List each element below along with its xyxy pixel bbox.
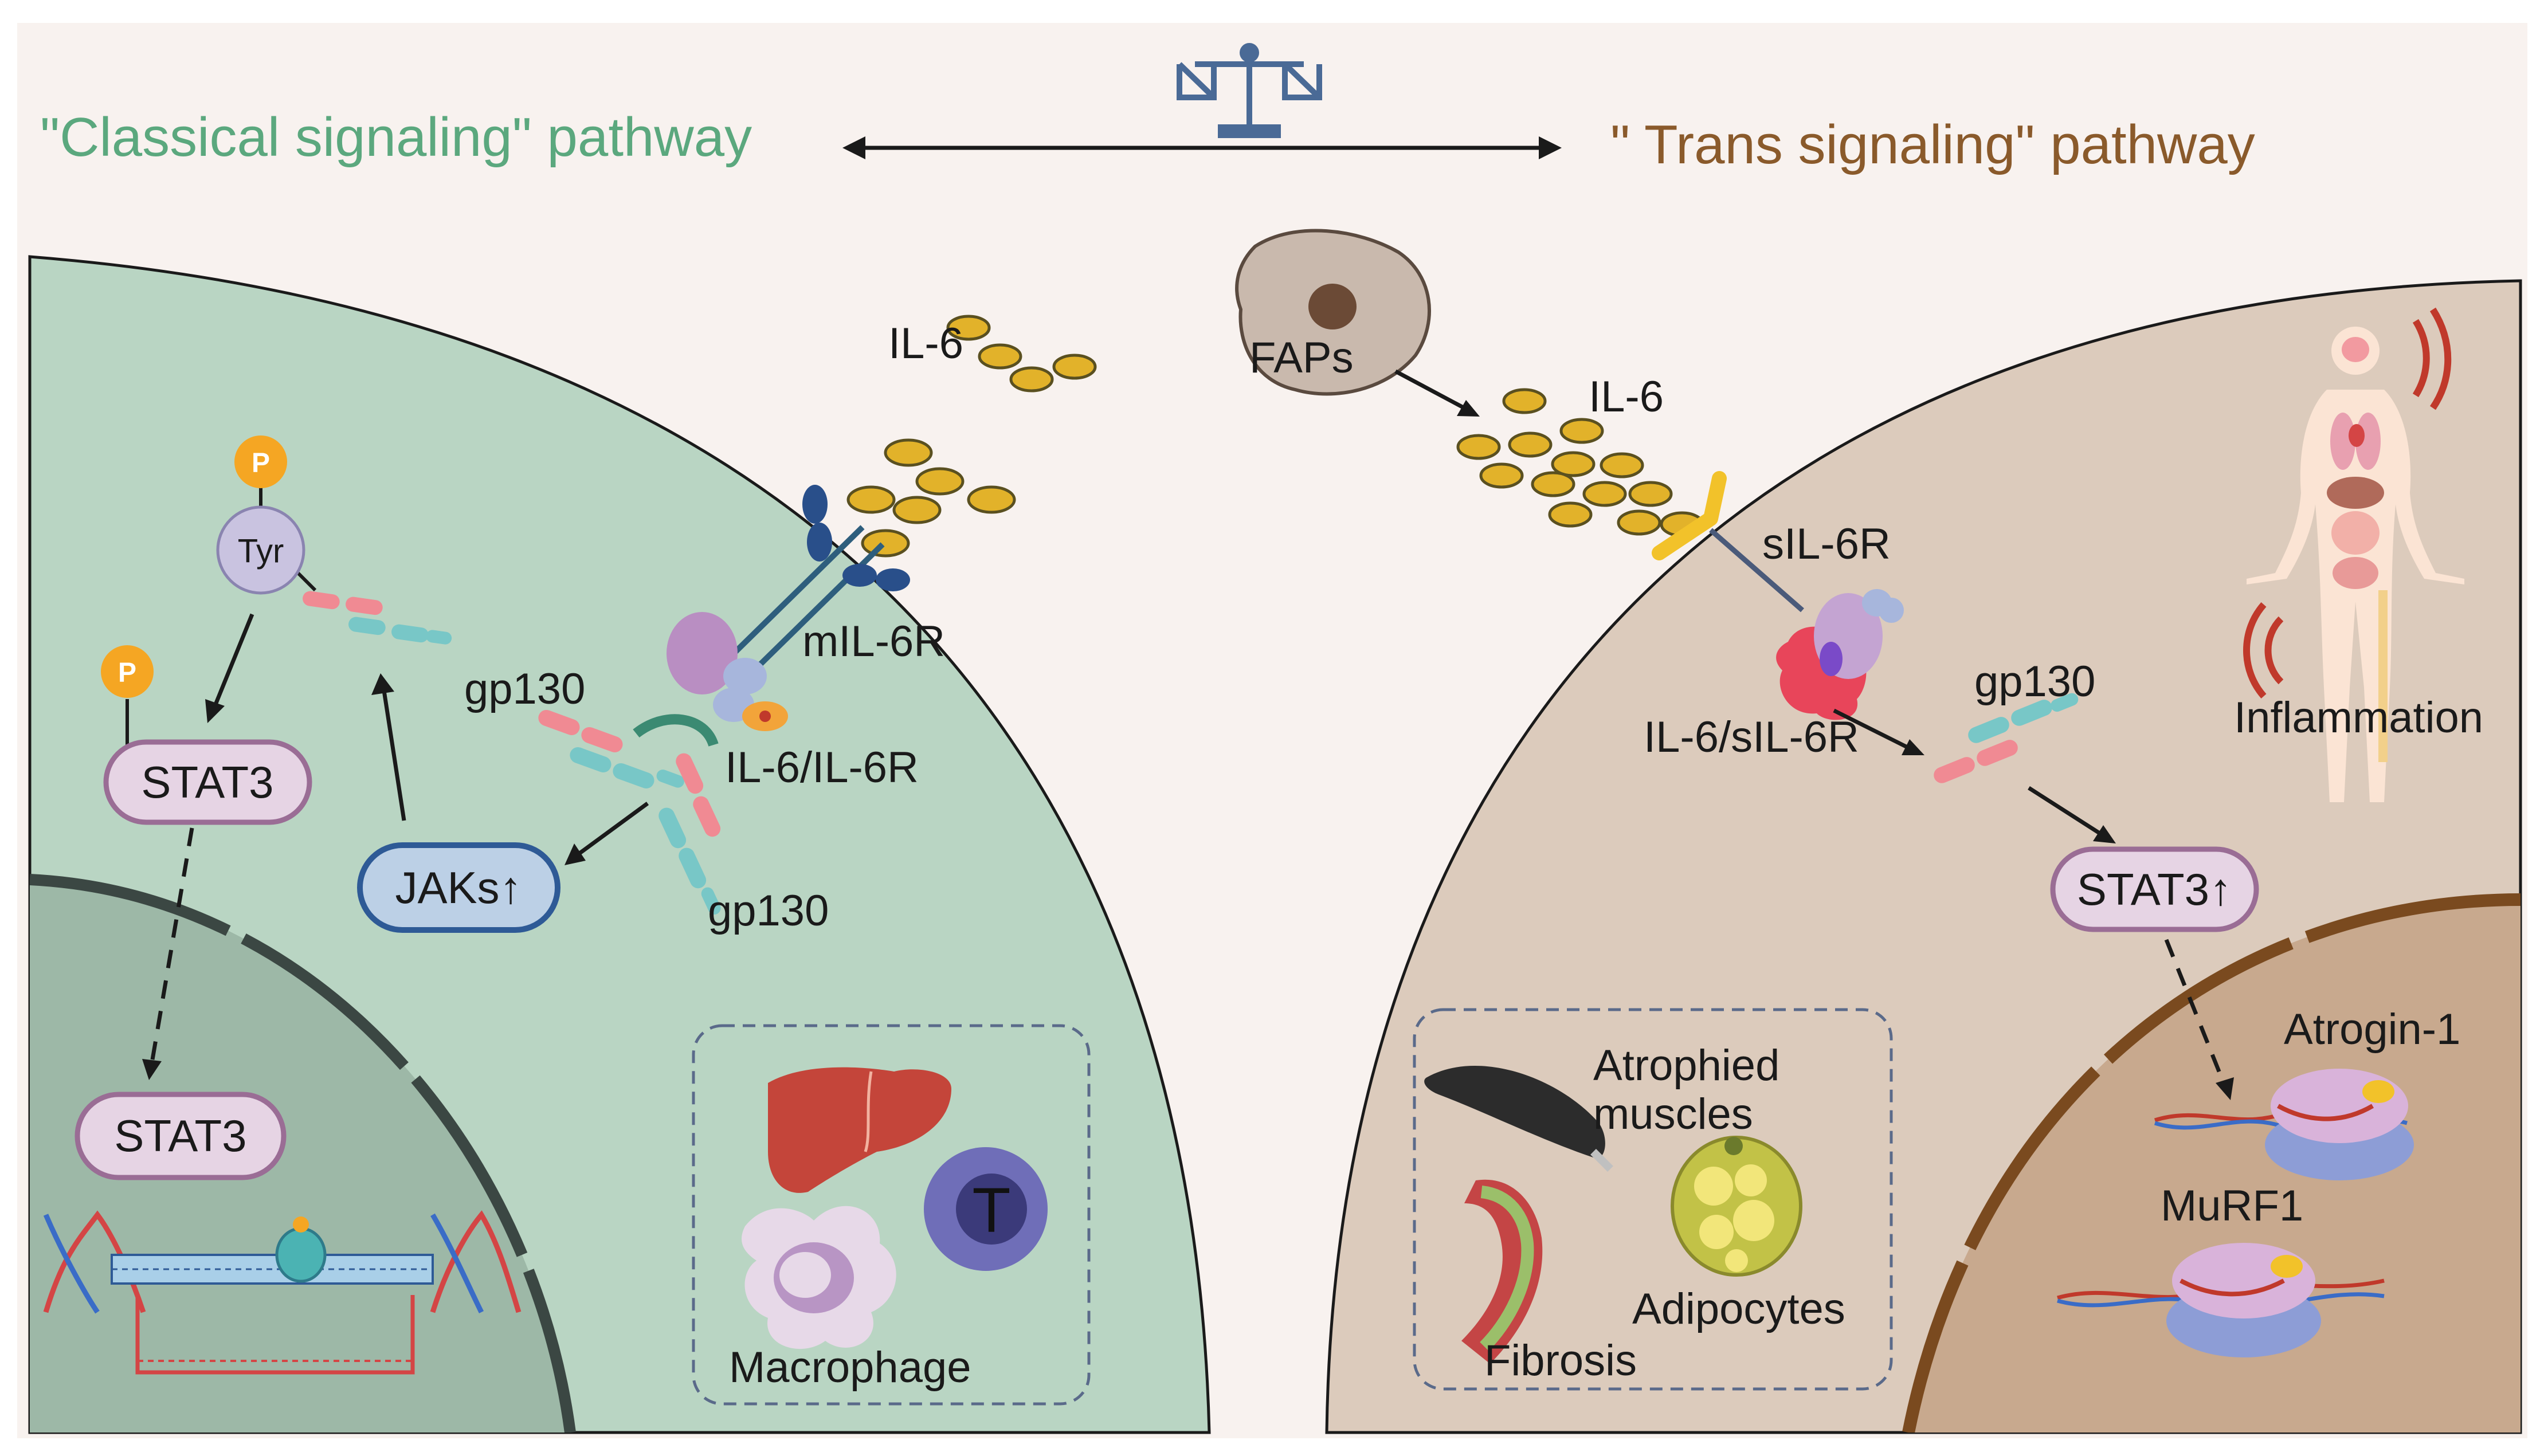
faps-cell	[1235, 229, 1431, 396]
stat3-cytoplasm-node: STAT3	[103, 739, 312, 825]
faps-label: FAPs	[1249, 333, 1354, 382]
il6-sil6r-label: IL-6/sIL-6R	[1644, 713, 1859, 762]
t-cell-label: T	[972, 1175, 1010, 1246]
il6-label-left: IL-6	[888, 319, 963, 368]
jaks-node: JAKs↑	[357, 842, 560, 933]
mil6r-label: mIL-6R	[802, 617, 945, 666]
il6-il6r-complex	[633, 612, 788, 747]
fibrosis-vessel-icon	[1461, 1179, 1543, 1364]
adipocytes-label: Adipocytes	[1632, 1285, 1845, 1333]
stat3-nucleus-label: STAT3	[114, 1110, 246, 1161]
phospho-badge-tyr: P	[234, 435, 287, 488]
phospho-label-stat3: P	[118, 658, 136, 688]
gp130-receptor-right	[1934, 693, 2079, 783]
atrogin-label: Atrogin-1	[2284, 1005, 2460, 1054]
stat3-trans-label: STAT3↑	[2077, 864, 2232, 915]
il6-particles-left	[846, 315, 1097, 558]
trans-title: " Trans signaling" pathway	[1610, 114, 2255, 175]
phospho-label-tyr: P	[252, 448, 270, 478]
double-arrow	[842, 136, 1562, 159]
arrows-trans	[1394, 369, 2234, 1100]
atrophied-muscle-icon	[1424, 1065, 1613, 1172]
dna-transcription-icon	[43, 1210, 522, 1375]
gp130-label-top: gp130	[464, 665, 585, 713]
atrogin-complex-icon	[2154, 1069, 2414, 1180]
adipocyte-icon	[1671, 1136, 1802, 1277]
inflammation-wave-left	[2243, 602, 2284, 698]
inflammation-wave-top	[2412, 307, 2452, 410]
il6-label-right: IL-6	[1589, 372, 1664, 421]
classical-cells-box	[692, 1024, 1091, 1406]
jaks-label: JAKs↑	[395, 862, 522, 913]
arrows-classical	[142, 613, 649, 1080]
tyr-label: Tyr	[238, 533, 284, 570]
il6-il6r-label: IL-6/IL-6R	[725, 743, 919, 792]
atrophied-line1-label: Atrophied	[1593, 1041, 1779, 1090]
stat3-trans-node: STAT3↑	[2050, 846, 2259, 932]
gp130-receptor-bottom	[658, 753, 721, 915]
classical-nucleus	[30, 880, 570, 1433]
sil6r-label: sIL-6R	[1762, 520, 1891, 568]
trans-nuclear-membrane	[1902, 893, 2521, 1433]
murf1-complex-icon	[2057, 1243, 2385, 1357]
trans-nucleus	[1908, 900, 2521, 1433]
murf1-label: MuRF1	[2161, 1182, 2303, 1230]
atrophied-line2-label: muscles	[1593, 1090, 1753, 1139]
fibrosis-label: Fibrosis	[1484, 1336, 1637, 1385]
sil6r-receptor	[1652, 471, 1804, 613]
gp130-label-right: gp130	[1974, 657, 2095, 706]
gp130-receptor-top	[538, 709, 684, 789]
phosphorylated-gp130	[291, 566, 452, 645]
il6-particles-right	[1456, 388, 1704, 537]
classical-title: "Classical signaling" pathway	[40, 107, 752, 168]
inflammation-label: Inflammation	[2234, 693, 2483, 742]
tyr-residue: Tyr	[216, 484, 305, 595]
human-body-icon	[2247, 327, 2464, 802]
t-cell-icon: T	[924, 1147, 1048, 1271]
stat3-nucleus-node: STAT3	[75, 1092, 287, 1180]
phospho-badge-stat3: P	[101, 645, 154, 745]
macrophage-icon	[742, 1206, 896, 1349]
stat3-cytoplasm-label: STAT3	[141, 757, 273, 807]
il6-sil6r-complex	[1776, 589, 1904, 720]
macrophage-label: Macrophage	[729, 1343, 971, 1392]
classical-nuclear-membrane	[30, 874, 576, 1433]
balance-scale-icon	[1177, 43, 1322, 138]
gp130-label-bottom: gp130	[708, 886, 829, 935]
liver-icon	[768, 1067, 951, 1193]
trans-outcomes-box	[1413, 1008, 1893, 1391]
